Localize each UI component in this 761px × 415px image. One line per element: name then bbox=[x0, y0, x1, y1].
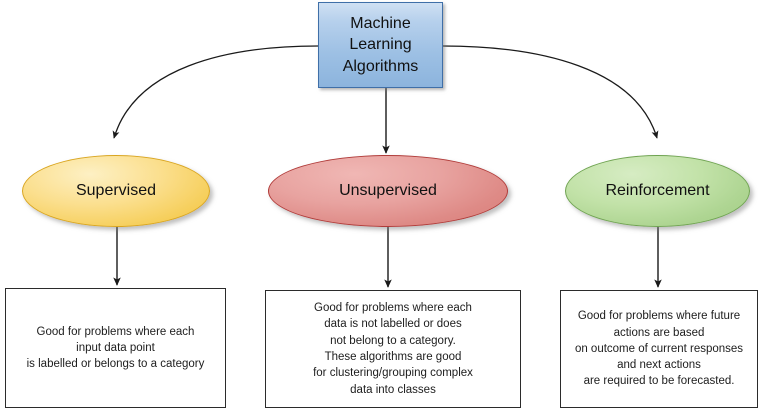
node-label-reinforcement: Reinforcement bbox=[605, 182, 710, 199]
description-box-supervised: Good for problems where each input data … bbox=[5, 288, 226, 408]
description-text-reinforcement: Good for problems where future actions a… bbox=[574, 310, 744, 388]
node-label-root: Machine Learning Algorithms bbox=[342, 15, 419, 75]
node-unsupervised[interactable]: Unsupervised bbox=[268, 155, 508, 227]
edge-root-to-reinforcement bbox=[442, 45, 659, 139]
node-reinforcement[interactable]: Reinforcement bbox=[565, 155, 750, 227]
node-machine-learning-algorithms[interactable]: Machine Learning Algorithms bbox=[318, 2, 443, 88]
description-text-supervised: Good for problems where each input data … bbox=[26, 325, 205, 371]
description-text-unsupervised: Good for problems where each data is not… bbox=[313, 302, 473, 396]
node-label-unsupervised: Unsupervised bbox=[339, 182, 437, 199]
description-box-unsupervised: Good for problems where each data is not… bbox=[265, 290, 521, 408]
description-box-reinforcement: Good for problems where future actions a… bbox=[560, 290, 758, 408]
node-label-supervised: Supervised bbox=[75, 182, 157, 199]
node-supervised[interactable]: Supervised bbox=[22, 155, 210, 227]
edge-root-to-supervised bbox=[112, 45, 319, 139]
